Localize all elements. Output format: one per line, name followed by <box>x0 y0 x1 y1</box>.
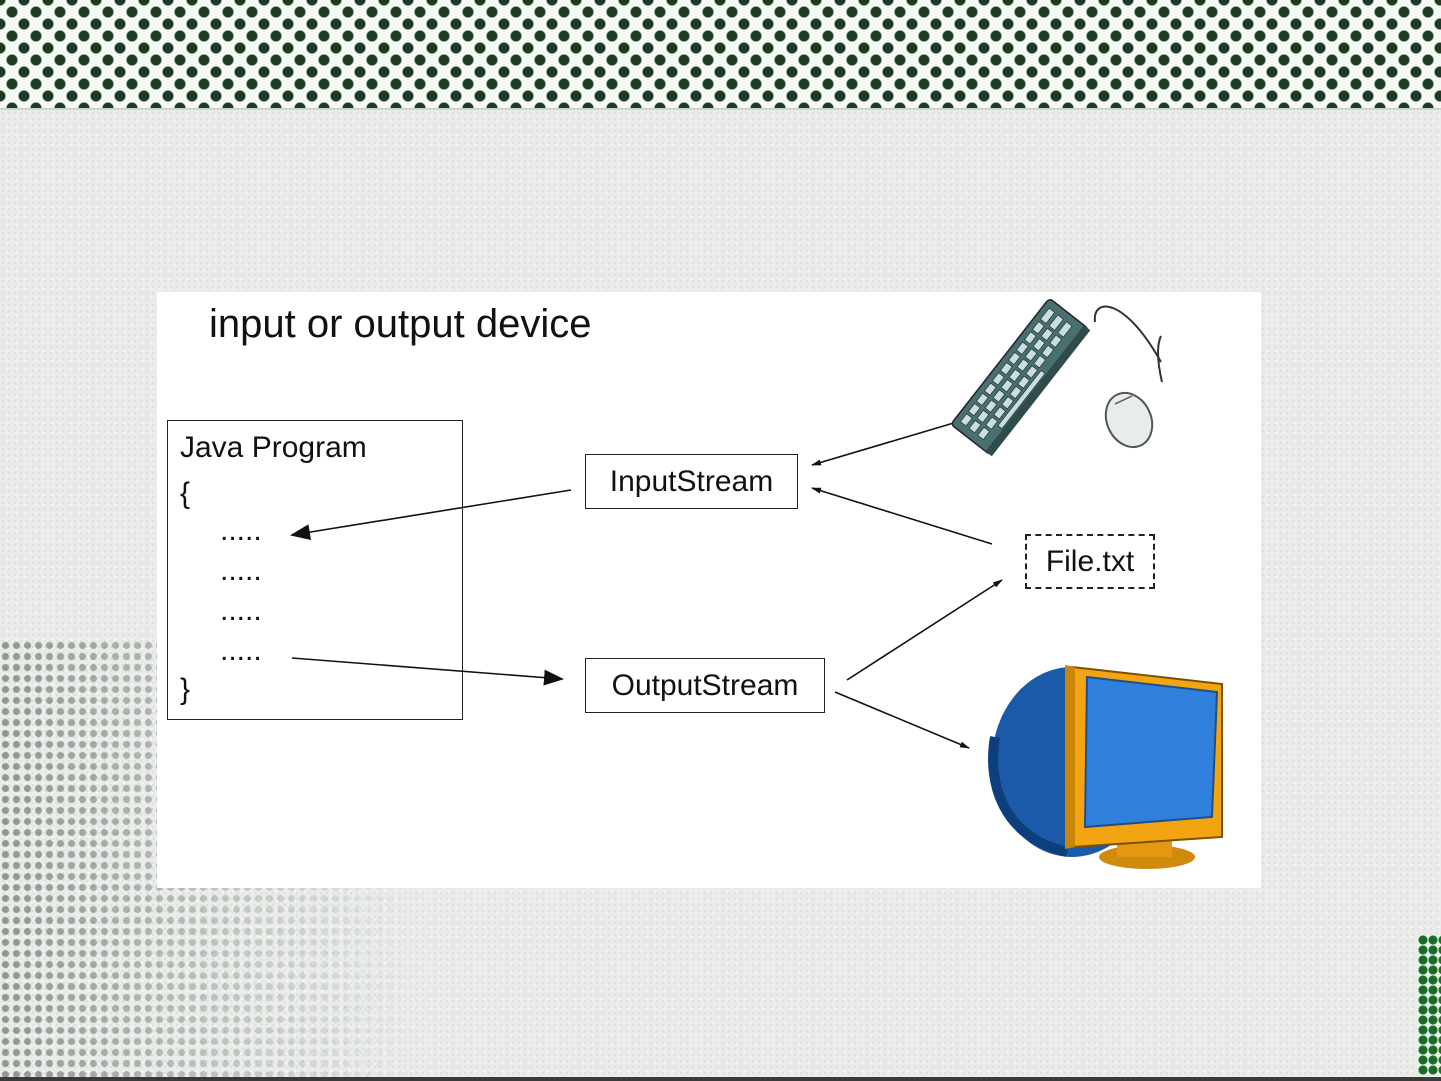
arrow-file-to-inputstream <box>812 488 992 544</box>
keyboard-mouse-icon <box>951 298 1162 456</box>
diagram-arrows <box>157 292 1261 888</box>
arrow-program-to-outputstream <box>292 658 562 679</box>
monitor-icon <box>992 665 1222 869</box>
decorative-top-border <box>0 0 1441 110</box>
decorative-right-edge <box>1418 935 1441 1075</box>
bottom-rule <box>0 1077 1441 1081</box>
arrow-keyboard-to-inputstream <box>812 422 957 465</box>
arrow-inputstream-to-program <box>292 490 571 535</box>
arrow-outputstream-to-monitor <box>835 692 969 748</box>
arrow-outputstream-to-file <box>847 580 1002 680</box>
diagram-panel: input or output device Java Program { ..… <box>157 292 1261 888</box>
